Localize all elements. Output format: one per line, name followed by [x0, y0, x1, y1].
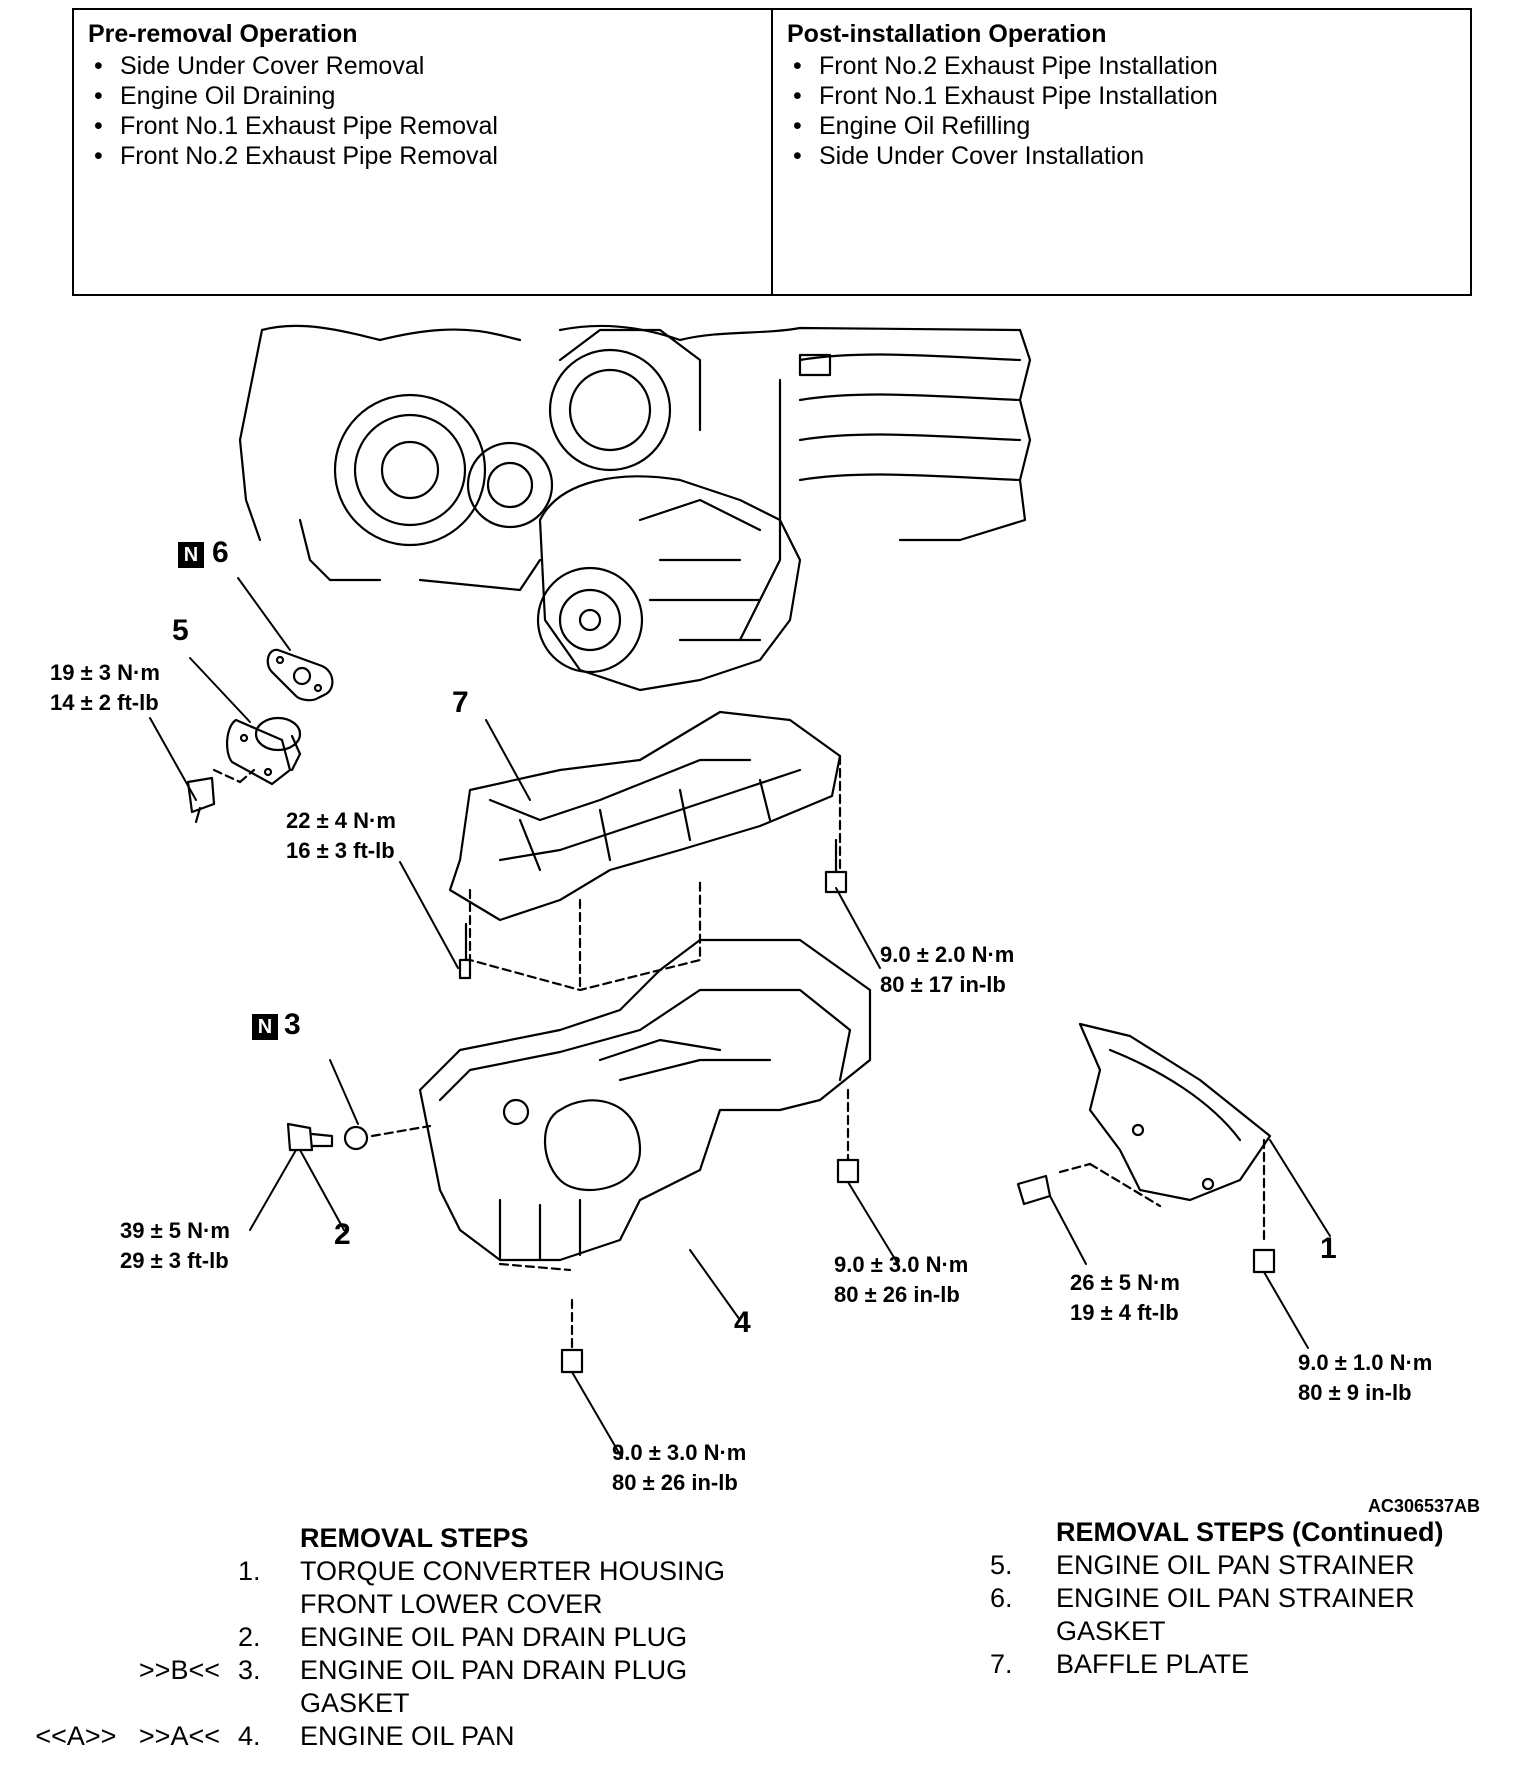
baffle-plate-drawing	[448, 710, 848, 992]
callout-6: 6	[212, 536, 229, 569]
removal-steps: REMOVAL STEPS 1. TORQUE CONVERTER HOUSIN…	[0, 1522, 860, 1753]
figure-id: AC306537AB	[1367, 1496, 1480, 1516]
list-item: Side Under Cover Installation	[793, 141, 1456, 171]
list-item: FRONT LOWER COVER	[300, 1589, 603, 1619]
list-item: Side Under Cover Removal	[94, 51, 757, 81]
pre-removal-list: Side Under Cover Removal Engine Oil Drai…	[88, 51, 757, 171]
list-item: <<A>> >>A<< 4. ENGINE OIL PAN	[35, 1721, 515, 1751]
list-item: 1. TORQUE CONVERTER HOUSING	[238, 1556, 726, 1586]
oil-pan-drawing	[418, 938, 872, 1374]
list-item: Front No.1 Exhaust Pipe Installation	[793, 81, 1456, 111]
oil-pan-exploded-diagram	[149, 324, 1331, 1459]
list-item: Front No.2 Exhaust Pipe Installation	[793, 51, 1456, 81]
post-installation-list: Front No.2 Exhaust Pipe Installation Fro…	[787, 51, 1456, 171]
list-item: Engine Oil Refilling	[793, 111, 1456, 141]
oil-strainer-drawing	[186, 716, 302, 824]
callout-7: 7	[452, 686, 469, 719]
pre-removal-column: Pre-removal Operation Side Under Cover R…	[74, 10, 771, 294]
removal-steps-continued-title: REMOVAL STEPS (Continued)	[1056, 1517, 1444, 1547]
callout-3: 3	[284, 1008, 301, 1041]
lower-cover-drawing	[1016, 1022, 1276, 1274]
drain-plug-drawing	[286, 1122, 432, 1152]
engine-block-drawing	[238, 324, 1032, 692]
strainer-gasket-drawing	[266, 648, 334, 702]
list-item: Front No.2 Exhaust Pipe Removal	[94, 141, 757, 171]
leader-lines	[149, 577, 1331, 1459]
list-item: 7. BAFFLE PLATE	[990, 1649, 1250, 1679]
removal-steps-continued: REMOVAL STEPS (Continued) 5. ENGINE OIL …	[990, 1516, 1510, 1681]
callout-4: 4	[734, 1306, 751, 1339]
post-installation-title: Post-installation Operation	[787, 20, 1107, 48]
list-item: 2. ENGINE OIL PAN DRAIN PLUG	[238, 1622, 688, 1652]
removal-steps-title: REMOVAL STEPS	[300, 1523, 529, 1553]
list-item: GASKET	[300, 1688, 410, 1718]
operations-table: Pre-removal Operation Side Under Cover R…	[72, 8, 1472, 296]
new-part-badge: N	[252, 1014, 278, 1040]
list-item: Front No.1 Exhaust Pipe Removal	[94, 111, 757, 141]
list-item: >>B<< 3. ENGINE OIL PAN DRAIN PLUG	[138, 1655, 688, 1685]
pre-removal-title: Pre-removal Operation	[88, 20, 358, 48]
list-item: 5. ENGINE OIL PAN STRAINER	[990, 1550, 1415, 1580]
callout-5: 5	[172, 614, 189, 647]
post-installation-column: Post-installation Operation Front No.2 E…	[771, 10, 1470, 294]
list-item: Engine Oil Draining	[94, 81, 757, 111]
list-item: GASKET	[1056, 1616, 1166, 1646]
new-part-badge: N	[178, 542, 204, 568]
list-item: 6. ENGINE OIL PAN STRAINER	[990, 1583, 1415, 1613]
callout-2: 2	[334, 1218, 351, 1251]
callout-1: 1	[1320, 1232, 1337, 1265]
